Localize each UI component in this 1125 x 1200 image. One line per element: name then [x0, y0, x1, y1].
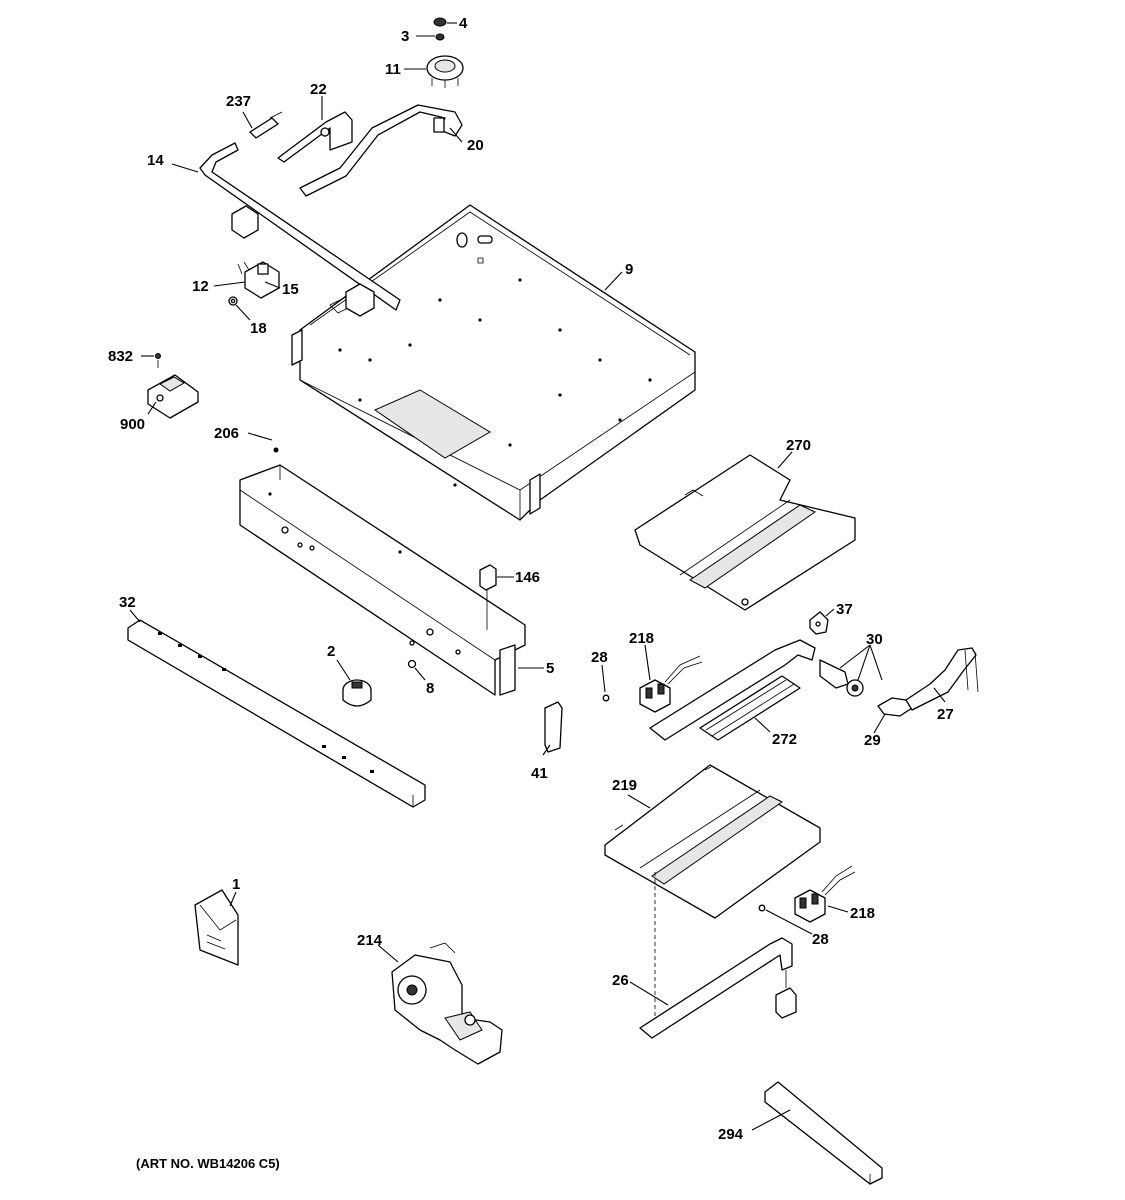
part-20-tube [299, 104, 463, 197]
callout-22: 22 [310, 81, 327, 98]
callout-206: 206 [214, 425, 239, 442]
part-2-knob [342, 679, 372, 707]
callout-214: 214 [357, 932, 383, 949]
part-41-cover [544, 701, 563, 753]
callout-37: 37 [836, 601, 853, 618]
callout-237: 237 [226, 93, 251, 110]
callout-2: 2 [327, 643, 335, 660]
callout-27: 27 [937, 706, 954, 723]
callout-labels: 4 3 11 237 22 20 14 9 12 15 18 832 900 2… [108, 15, 954, 1143]
callout-11: 11 [385, 61, 401, 78]
callout-15: 15 [282, 281, 299, 298]
part-26-bake-burner [639, 872, 797, 1039]
callout-272: 272 [772, 731, 797, 748]
part-5-manifold-panel [239, 447, 526, 696]
part-270-burner-grate [634, 454, 856, 611]
callout-900: 900 [120, 416, 145, 433]
callout-8: 8 [426, 680, 434, 697]
part-22-tube [277, 111, 353, 163]
callout-14: 14 [147, 152, 164, 169]
leader-lines [129, 22, 946, 1131]
part-900-bracket [147, 353, 199, 419]
part-218-igniter-upper [639, 655, 703, 713]
callout-219: 219 [612, 777, 637, 794]
part-14-manifold-pipe [199, 142, 401, 317]
callout-218-lower: 218 [850, 905, 875, 922]
callout-218-upper: 218 [629, 630, 654, 647]
callout-26: 26 [612, 972, 629, 989]
part-11-burner-head [426, 17, 464, 88]
callout-1: 1 [232, 876, 240, 893]
part-218-igniter-lower [794, 865, 856, 923]
callout-9: 9 [625, 261, 633, 278]
part-37-bracket [809, 611, 829, 635]
callout-294: 294 [718, 1126, 744, 1143]
callout-12: 12 [192, 278, 209, 295]
callout-20: 20 [467, 137, 484, 154]
part-214-valve [391, 942, 503, 1065]
callout-4: 4 [459, 15, 468, 32]
part-8-screw [407, 659, 417, 669]
part-294-strip [764, 1081, 883, 1185]
part-9-burner-box [291, 204, 696, 521]
callout-3: 3 [401, 28, 409, 45]
callout-832: 832 [108, 348, 133, 365]
part-1-literature [194, 889, 239, 966]
callout-28-lower: 28 [812, 931, 829, 948]
callout-18: 18 [250, 320, 267, 337]
part-28-screw-upper [602, 694, 610, 702]
part-272-oven-burner [649, 639, 864, 741]
callout-32: 32 [119, 594, 136, 611]
callout-29: 29 [864, 732, 881, 749]
callout-41: 41 [531, 765, 548, 782]
part-32-trim-strip [127, 619, 426, 808]
part-28-screw-lower [758, 904, 766, 912]
part-219-heat-shield [604, 764, 821, 919]
part-237-orifice [249, 111, 283, 139]
callout-270: 270 [786, 437, 811, 454]
callout-146: 146 [515, 569, 540, 586]
part-27-tube [905, 647, 979, 711]
callout-5: 5 [546, 660, 554, 677]
callout-30: 30 [866, 631, 883, 648]
part-146-clip [479, 564, 497, 630]
callout-28-upper: 28 [591, 649, 608, 666]
art-number: (ART NO. WB14206 C5) [136, 1156, 280, 1171]
